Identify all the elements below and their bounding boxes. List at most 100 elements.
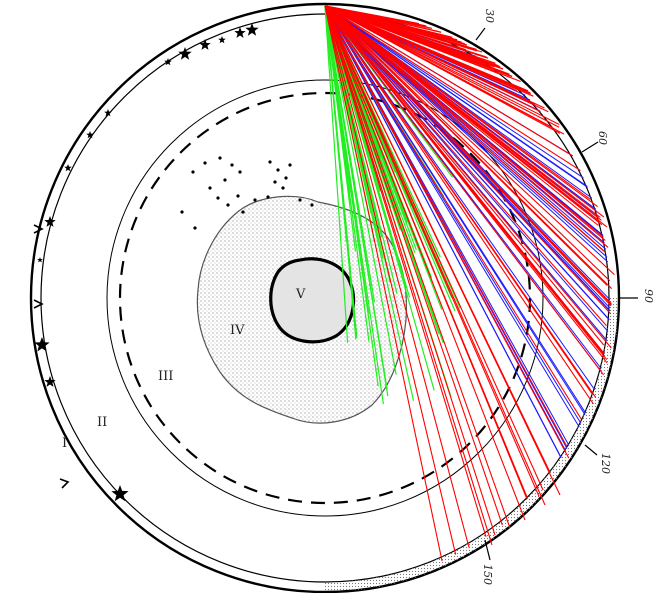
inner-core-region <box>269 257 356 344</box>
ray-blue-line <box>324 5 580 428</box>
event-dot <box>238 170 242 174</box>
ray-red-line <box>324 5 504 70</box>
ray-red-line <box>324 5 487 58</box>
ray-red-line <box>324 5 608 286</box>
ray-red-line <box>324 5 581 172</box>
ray-green-line <box>324 5 397 375</box>
ray-blue-line <box>324 5 610 320</box>
ray-red-line <box>324 5 570 459</box>
ray-blue-line <box>324 5 584 179</box>
ray-red-line <box>324 5 615 276</box>
ray-red-line <box>324 5 609 248</box>
event-dot <box>216 196 220 200</box>
ray-red-line <box>324 5 605 218</box>
thin-boundary-circle <box>106 79 544 517</box>
station-star <box>199 39 211 50</box>
ray-red-line <box>324 5 529 499</box>
ray-red-line <box>324 5 541 113</box>
ray-red-line <box>324 5 608 364</box>
ray-red-line <box>324 5 605 346</box>
ray-blue-line <box>324 5 596 391</box>
station-star <box>44 376 56 387</box>
ray-green-line <box>324 5 347 242</box>
ray-blue-line <box>324 5 609 263</box>
ray-red-line <box>324 5 607 327</box>
event-dot <box>288 163 292 167</box>
ray-red-line <box>324 5 531 94</box>
ray-red-line <box>324 5 544 491</box>
station-star <box>245 23 259 36</box>
edge-ticks <box>475 27 638 561</box>
ray-red-line <box>324 5 493 546</box>
event-dot <box>203 161 207 165</box>
event-dot <box>253 198 257 202</box>
ray-red-line <box>324 5 574 157</box>
red-ray-paths <box>324 5 615 562</box>
ray-green-line <box>324 5 349 343</box>
ray-red-line <box>324 5 611 282</box>
event-dot <box>226 203 230 207</box>
ray-red-line <box>324 5 612 315</box>
edge-mark-bottom: 150 <box>481 564 494 585</box>
ray-green-line <box>324 5 371 286</box>
ray-red-line <box>324 5 511 529</box>
event-dot <box>276 168 280 172</box>
station-star <box>218 36 226 44</box>
zone-label-2: II <box>97 415 107 430</box>
event-dot <box>236 194 240 198</box>
event-dot <box>266 195 270 199</box>
event-dot <box>273 180 277 184</box>
ray-red-line <box>324 5 591 200</box>
event-dot <box>281 186 285 190</box>
zone-label-5: V <box>295 287 306 302</box>
event-dot <box>180 210 184 214</box>
event-dot <box>193 226 197 230</box>
ray-red-line <box>324 5 432 30</box>
ray-blue-line <box>324 5 588 187</box>
ray-red-line <box>324 5 612 305</box>
edge-mark-lower-right: 120 <box>599 453 612 474</box>
edge-mark-upper-right: 60 <box>596 131 609 145</box>
event-dot <box>268 160 272 164</box>
ray-red-line <box>324 5 604 251</box>
ray-red-line <box>324 5 561 496</box>
event-dot <box>223 178 227 182</box>
ray-red-line <box>324 5 473 50</box>
ray-red-line <box>324 5 503 526</box>
ray-red-line <box>324 5 597 398</box>
ray-red-line <box>324 5 443 562</box>
ray-red-line <box>324 5 612 349</box>
station-star <box>104 109 112 117</box>
station-star <box>64 164 72 172</box>
station-star <box>111 485 129 502</box>
ray-red-line <box>324 5 594 405</box>
edge-mark-right: 90 <box>642 289 655 303</box>
ray-red-line <box>324 5 487 537</box>
event-dot <box>191 170 195 174</box>
ray-red-line <box>324 5 546 506</box>
zone-label-4: IV <box>230 323 245 338</box>
zone-label-1: I <box>62 436 67 451</box>
ray-red-line <box>324 5 568 447</box>
ray-red-line <box>324 5 608 228</box>
station-star <box>37 257 43 263</box>
ray-red-line <box>324 5 606 241</box>
ray-green-line <box>324 5 435 391</box>
station-star <box>44 216 56 227</box>
ray-blue-line <box>324 5 587 414</box>
ray-red-line <box>324 5 605 376</box>
ray-red-line <box>324 5 561 134</box>
event-dot <box>241 210 245 214</box>
event-dot <box>218 156 222 160</box>
ray-red-line <box>324 5 582 420</box>
station-stars-group <box>34 23 259 502</box>
event-dot <box>230 163 234 167</box>
rim-arrow-ticks <box>33 224 70 489</box>
ray-red-line <box>324 5 545 109</box>
station-star <box>164 58 172 66</box>
ray-red-line <box>324 5 470 548</box>
event-dots-group <box>180 156 314 230</box>
event-dot <box>298 198 302 202</box>
ray-green-line <box>324 5 357 252</box>
